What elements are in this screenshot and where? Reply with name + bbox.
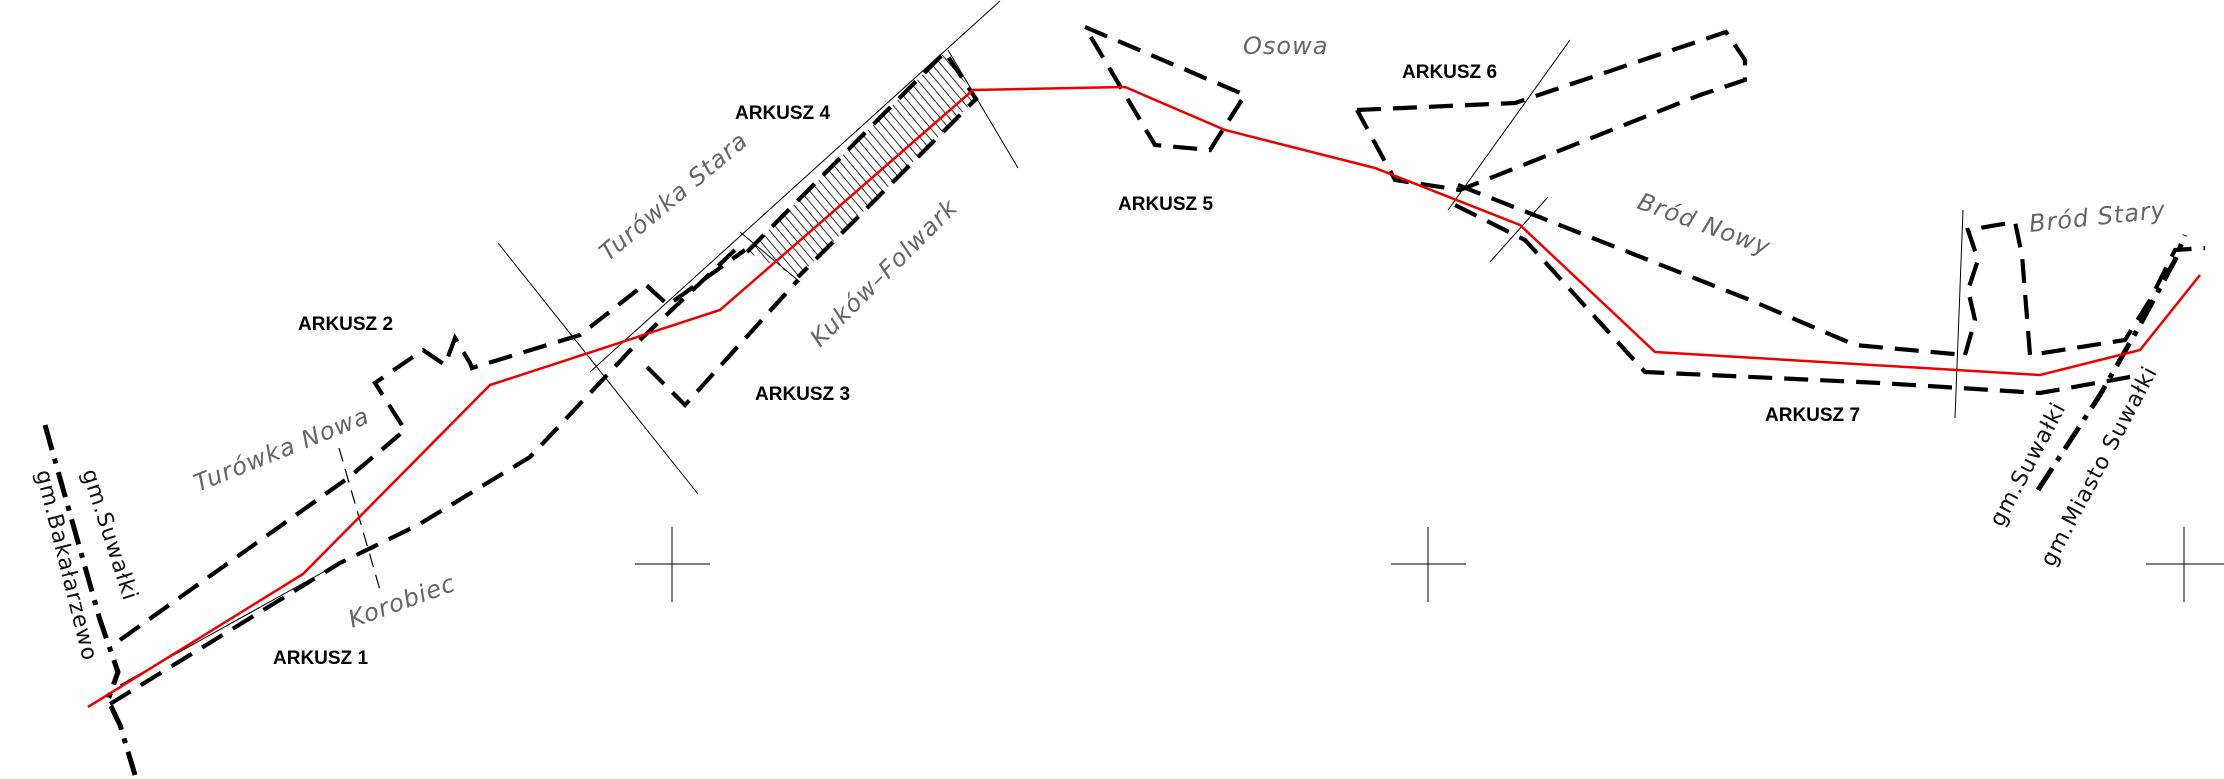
sheet-label-7: ARKUSZ 7 — [1765, 405, 1860, 426]
division-line-4-5 — [947, 49, 1019, 169]
sheet-boundary-arkusz-5 — [1083, 25, 1249, 153]
sheet-labels: ARKUSZ 1 ARKUSZ 2 ARKUSZ 3 ARKUSZ 4 ARKU… — [273, 62, 1860, 669]
place-label-turowka-nowa: Turówka Nowa — [190, 402, 374, 498]
sheet-label-6: ARKUSZ 6 — [1402, 62, 1497, 83]
admin-boundary-west — [42, 424, 138, 776]
division-line-2-3 — [497, 242, 699, 495]
sheet-label-5: ARKUSZ 5 — [1118, 194, 1213, 215]
sheet-boundaries — [108, 25, 2206, 706]
place-label-brod-nowy: Bród Nowy — [1634, 187, 1775, 261]
sheet-label-3: ARKUSZ 3 — [755, 384, 850, 405]
pipeline-route-line — [87, 85, 2201, 709]
division-line-1-2 — [338, 447, 381, 591]
division-line-5-6 — [1447, 39, 1571, 211]
hatched-area-arkusz-4 — [747, 52, 976, 277]
sheet-boundary-corridor-south — [108, 248, 737, 706]
sheet-division-lines — [119, 0, 1964, 686]
sheet-label-2: ARKUSZ 2 — [298, 314, 393, 335]
sheet-boundary-brod-stary — [1962, 219, 2206, 358]
place-label-osowa: Osowa — [1243, 32, 1328, 60]
sheet-label-1: ARKUSZ 1 — [273, 648, 368, 669]
sheet-boundary-arkusz-3 — [645, 278, 800, 409]
sheet-boundary-arkusz-4 — [745, 48, 979, 279]
division-line-7-brod — [1954, 209, 1964, 419]
sheet-label-4: ARKUSZ 4 — [735, 103, 830, 124]
sheet-boundary-arkusz-7-upper — [1457, 183, 1966, 358]
place-labels: Turówka Nowa Turówka Stara Kuków–Folwark… — [190, 32, 2167, 634]
sheet-boundary-arkusz-7-lower — [1454, 203, 2131, 396]
sheet-boundary-corridor-north — [118, 248, 747, 642]
admin-label-gm-suwalki-west: gm.Suwałki — [76, 466, 142, 604]
survey-crosses — [635, 527, 2224, 602]
admin-label-gm-suwalki-east: gm.Suwałki — [1985, 398, 2071, 531]
division-line-6-7 — [1489, 196, 1549, 263]
place-label-korobiec: Korobiec — [344, 569, 459, 634]
sheet-boundary-arkusz-6 — [1355, 29, 1748, 193]
place-label-brod-stary: Bród Stary — [2028, 196, 2167, 238]
admin-boundary-lines — [42, 234, 2188, 776]
